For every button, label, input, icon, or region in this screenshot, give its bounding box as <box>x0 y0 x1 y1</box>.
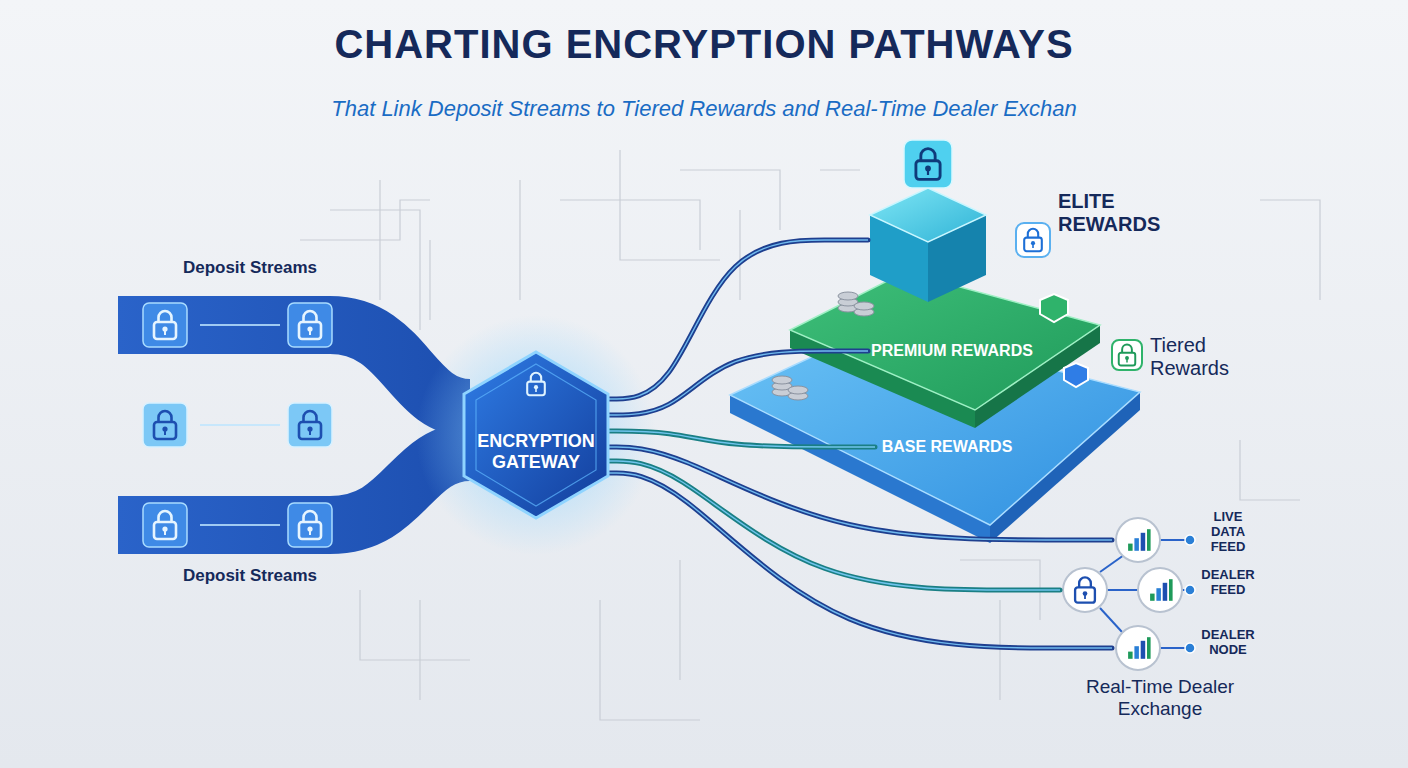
node-text: DEALER FEED <box>1198 568 1258 598</box>
tier-premium: PREMIUM REWARDS <box>868 338 1036 364</box>
tier-base: BASE REWARDS <box>875 432 1019 462</box>
lock-icons <box>143 303 332 547</box>
connector <box>606 240 868 399</box>
connector-glow <box>606 447 1112 540</box>
gateway-glow <box>416 315 656 555</box>
connector <box>606 461 1060 590</box>
connector <box>606 351 868 415</box>
node-text: BASE REWARDS <box>877 438 1017 456</box>
connector <box>606 473 1112 648</box>
connector-group <box>606 351 868 415</box>
connector <box>606 447 1112 540</box>
connector-group <box>606 431 875 447</box>
connector-group <box>606 447 1112 540</box>
connector-glow <box>606 351 868 415</box>
node-text: DEALER NODE <box>1198 628 1258 658</box>
tier-badges <box>1016 223 1142 370</box>
dealer-exchange-node: LIVE DATA FEED <box>1112 510 1264 570</box>
connector <box>606 431 875 447</box>
connector-group <box>606 473 1112 648</box>
gateway-hexagon: ENCRYPTION GATEWAY <box>462 350 610 520</box>
lock-icon <box>527 373 545 395</box>
tier-group-label: Tiered Rewards <box>1150 334 1268 380</box>
stream-label: Deposit Streams <box>140 258 360 278</box>
connector-group <box>606 240 868 399</box>
circuit-lines <box>300 150 1320 720</box>
connector-group <box>606 461 1060 590</box>
stream-label: Deposit Streams <box>140 566 360 586</box>
exchange-label: Real-Time Dealer Exchange <box>1050 676 1270 720</box>
tier-elite: ELITE REWARDS <box>868 190 1170 290</box>
node-text: PREMIUM REWARDS <box>870 342 1034 360</box>
hexagon-shape <box>464 352 608 518</box>
node-text: ELITE REWARDS <box>1058 190 1166 236</box>
node-text: LIVE DATA FEED <box>1198 510 1258 555</box>
connector-glow <box>606 431 875 447</box>
connector-glow <box>606 473 1112 648</box>
dealer-exchange-node: DEALER FEED <box>1060 568 1264 612</box>
connector-glow <box>606 461 1060 590</box>
node-text: ENCRYPTION GATEWAY <box>468 431 604 472</box>
dealer-exchange-node: DEALER NODE <box>1112 628 1264 668</box>
subtitle: That Link Deposit Streams to Tiered Rewa… <box>0 96 1408 121</box>
connector-glow <box>606 240 868 399</box>
diagram-title: CHARTING ENCRYPTION PATHWAYS <box>0 22 1408 67</box>
